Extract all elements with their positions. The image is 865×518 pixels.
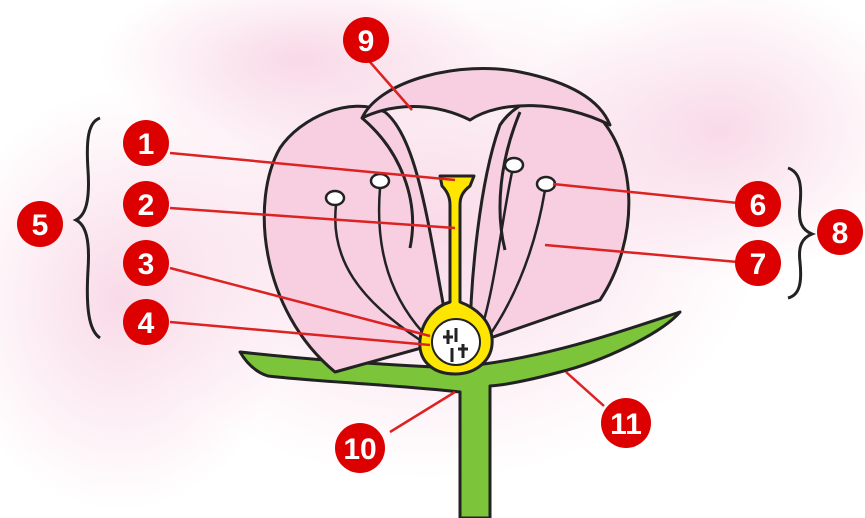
svg-text:10: 10 — [343, 433, 376, 466]
marker-10: 10 — [335, 423, 385, 473]
marker-8: 8 — [817, 209, 863, 255]
marker-3: 3 — [123, 240, 169, 286]
marker-2: 2 — [123, 181, 169, 227]
anther — [371, 174, 389, 188]
svg-text:5: 5 — [32, 209, 49, 242]
anther — [505, 158, 523, 172]
svg-text:6: 6 — [750, 189, 767, 222]
svg-text:8: 8 — [832, 217, 849, 250]
svg-text:4: 4 — [138, 307, 155, 340]
svg-text:2: 2 — [138, 189, 155, 222]
marker-11: 11 — [601, 398, 651, 448]
svg-text:7: 7 — [750, 248, 767, 281]
svg-text:1: 1 — [138, 128, 155, 161]
svg-text:9: 9 — [358, 25, 375, 58]
marker-5: 5 — [17, 201, 63, 247]
marker-7: 7 — [735, 240, 781, 286]
svg-text:3: 3 — [138, 248, 155, 281]
marker-1: 1 — [123, 120, 169, 166]
marker-9: 9 — [343, 17, 389, 63]
marker-4: 4 — [123, 299, 169, 345]
anther — [326, 191, 344, 205]
svg-text:11: 11 — [610, 408, 642, 441]
marker-6: 6 — [735, 181, 781, 227]
anther — [537, 177, 555, 191]
